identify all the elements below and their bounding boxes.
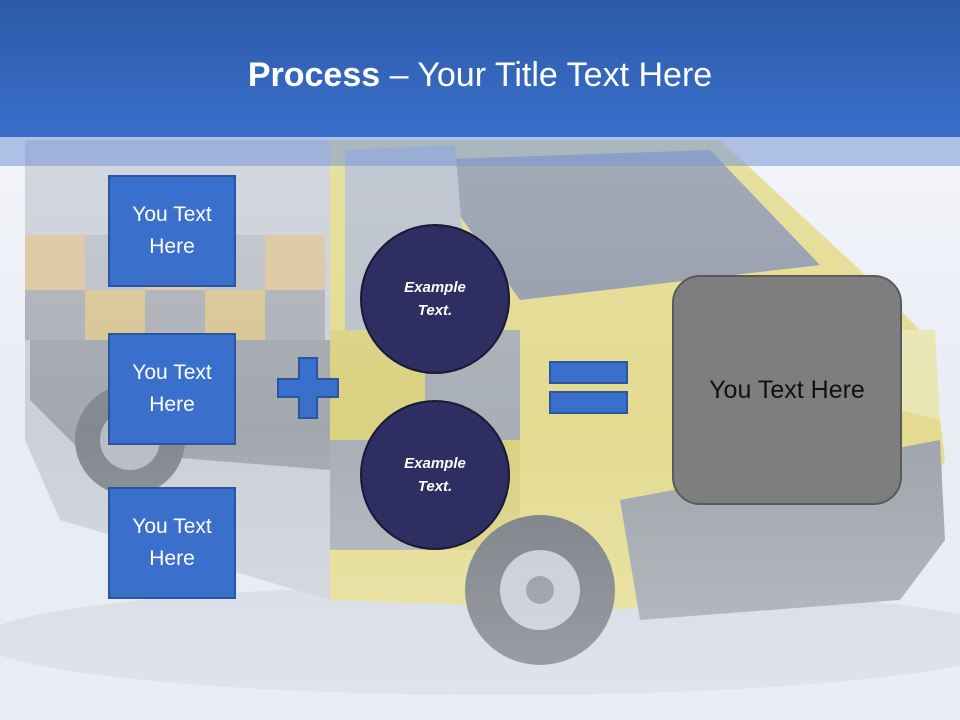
example-circle-1[interactable]: Example Text. xyxy=(360,224,510,374)
example-circle-2-label: Example Text. xyxy=(404,455,466,495)
equals-icon xyxy=(549,361,628,414)
slide-title-bold: Process xyxy=(247,56,381,94)
plus-icon xyxy=(277,357,339,419)
title-bar xyxy=(0,0,960,137)
input-box-2[interactable]: You Text Here xyxy=(108,333,236,445)
title-band xyxy=(0,137,960,166)
example-circle-2[interactable]: Example Text. xyxy=(360,400,510,550)
example-circle-1-label: Example Text. xyxy=(404,279,466,319)
slide-title-rest: – Your Title Text Here xyxy=(380,56,713,94)
slide-title[interactable]: Process – Your Title Text Here xyxy=(0,54,960,96)
result-box-label: You Text Here xyxy=(709,375,865,404)
input-box-3[interactable]: You Text Here xyxy=(108,487,236,599)
input-box-2-label: You Text Here xyxy=(132,361,212,416)
input-box-3-label: You Text Here xyxy=(132,515,212,570)
result-box[interactable]: You Text Here xyxy=(672,275,902,505)
input-box-1[interactable]: You Text Here xyxy=(108,175,236,287)
input-box-1-label: You Text Here xyxy=(132,203,212,258)
